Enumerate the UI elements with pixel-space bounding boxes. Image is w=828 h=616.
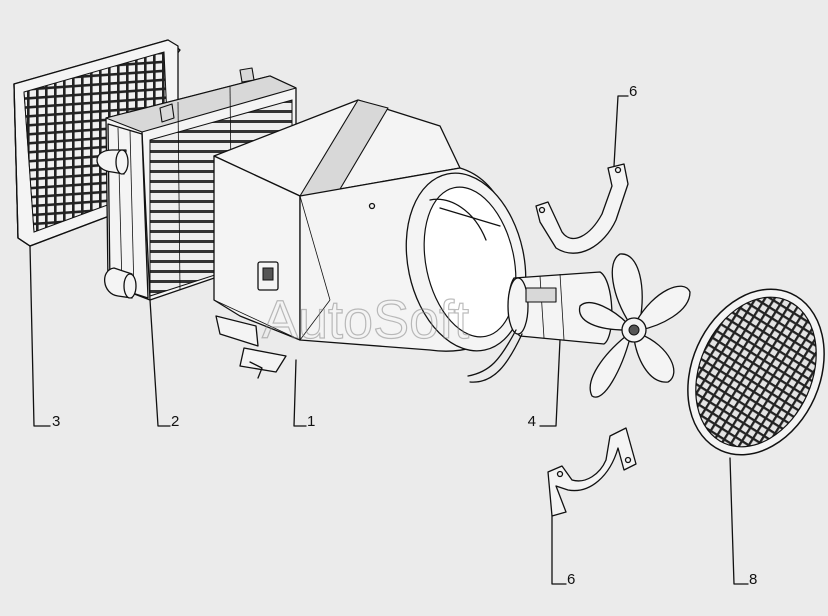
callout-1: 1 — [307, 413, 315, 430]
callout-6-upper: 6 — [629, 83, 637, 100]
callout-4: 4 — [528, 413, 536, 430]
fan-blades — [578, 253, 691, 398]
callout-labels: 3 2 1 4 6 6 8 — [52, 83, 757, 588]
lower-mounting-bracket — [547, 427, 637, 517]
watermark-text: AutoSoft — [262, 290, 469, 350]
fan-housing — [213, 99, 527, 379]
leader-lines — [29, 95, 749, 585]
round-mesh-grille — [687, 288, 825, 456]
fan-motor-assembly — [467, 253, 691, 398]
callout-2: 2 — [171, 413, 179, 430]
callout-8: 8 — [749, 571, 757, 588]
upper-mounting-bracket — [535, 163, 629, 254]
callout-3: 3 — [52, 413, 60, 430]
callout-6-lower: 6 — [567, 571, 575, 588]
